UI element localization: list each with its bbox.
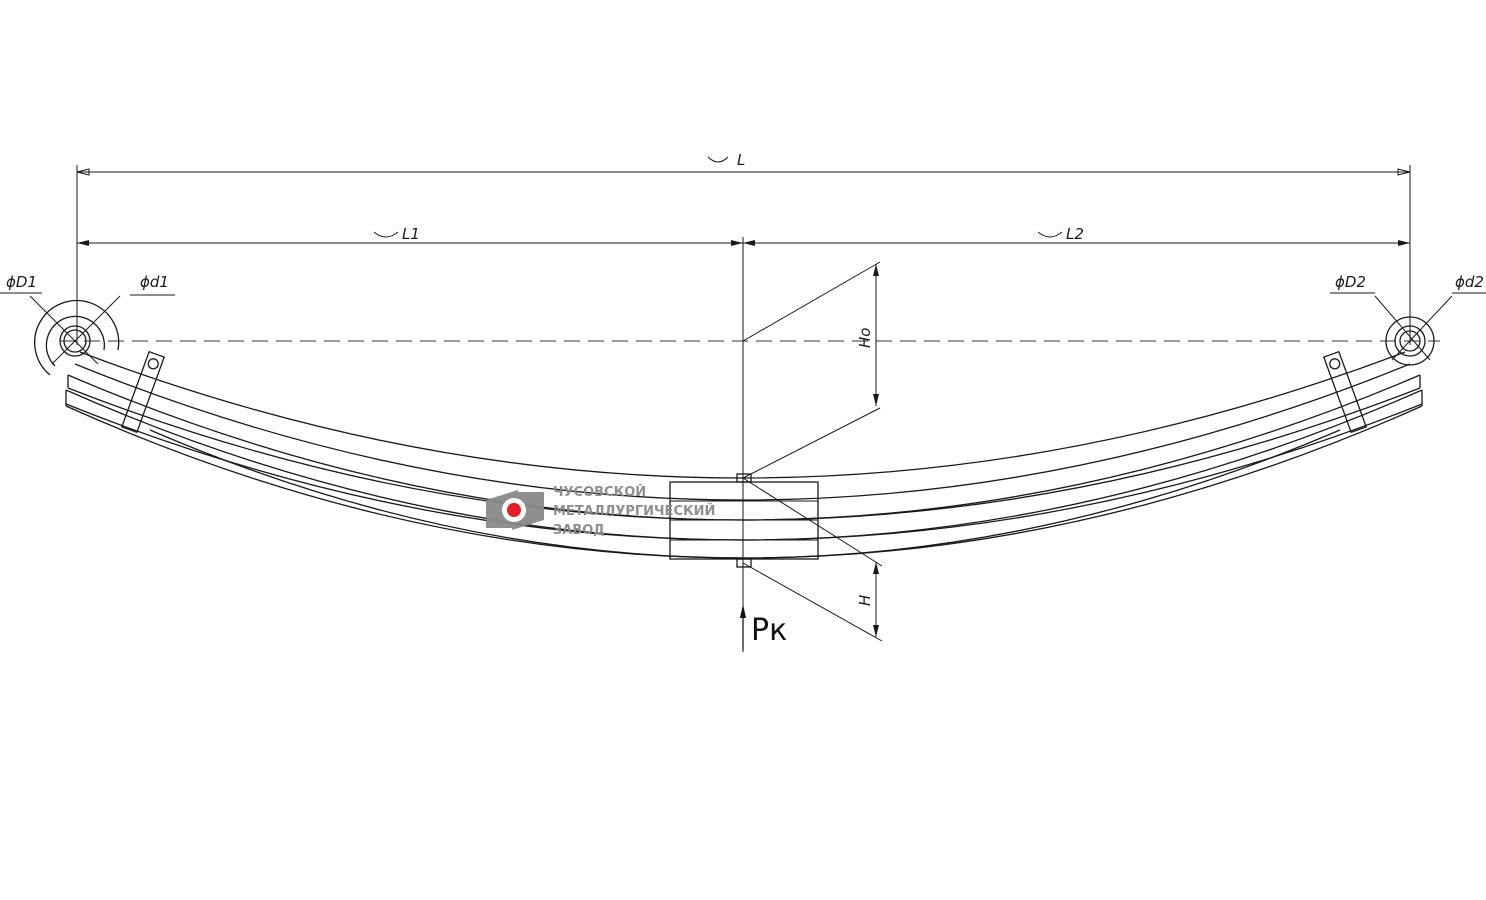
arc-length-icon	[707, 156, 729, 163]
dimension-Ho: Ho	[742, 261, 881, 479]
center-clamp	[669, 473, 819, 568]
dimension-L: L	[76, 151, 1411, 176]
label-L2: L2	[1066, 225, 1084, 243]
label-D1: ϕD1	[6, 273, 37, 291]
dimension-L1: L1	[77, 225, 743, 246]
arc-length-icon	[1037, 231, 1063, 238]
dimension-L2: L2	[743, 225, 1410, 246]
company-logo: ЧУСОВСКОЙ МЕТАЛЛУРГИЧЕСКИЙ ЗАВОД	[486, 484, 715, 538]
center-bolt-nut-bottom	[736, 558, 752, 568]
label-d2: ϕd2	[1455, 273, 1484, 291]
label-Ho: Ho	[856, 328, 874, 348]
label-H: H	[856, 595, 874, 606]
label-L1: L1	[402, 225, 420, 243]
label-D2: ϕD2	[1335, 273, 1366, 291]
dimension-H: H	[742, 477, 883, 642]
logo-red-dot	[507, 503, 521, 517]
load-arrow: Pк	[740, 604, 787, 650]
label-L: L	[737, 151, 745, 169]
left-rebound-clip	[120, 350, 166, 434]
arc-length-icon	[373, 231, 399, 238]
right-rebound-clip	[1322, 350, 1368, 434]
center-bolt-nut-top	[736, 473, 752, 483]
spring-leaves	[65, 351, 1423, 559]
label-d1: ϕd1	[140, 273, 169, 291]
logo-text-line2: МЕТАЛЛУРГИЧЕСКИЙ	[553, 503, 715, 519]
right-eye	[1374, 295, 1453, 366]
logo-text-line3: ЗАВОД	[553, 523, 605, 538]
left-eye	[29, 295, 121, 376]
load-label: Pк	[751, 613, 787, 648]
logo-text-line1: ЧУСОВСКОЙ	[553, 484, 646, 500]
